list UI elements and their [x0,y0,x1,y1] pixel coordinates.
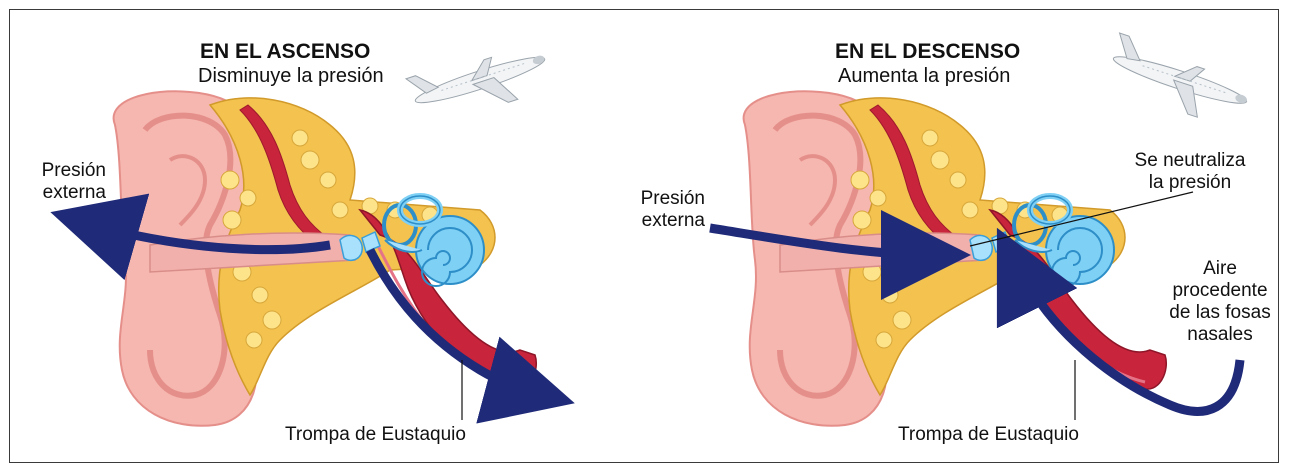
airplane-ascending-icon [406,36,554,130]
subheading-descent: Aumenta la presión [838,65,1010,88]
heading-ascent: EN EL ASCENSO [200,40,370,64]
subheading-ascent: Disminuye la presión [198,65,384,88]
label-tube-descent: Trompa de Eustaquio [898,424,1079,446]
airplane-descending-icon [1102,33,1254,130]
label-neutral-descent: Se neutraliza la presión [1115,150,1265,194]
heading-descent: EN EL DESCENSO [835,40,1020,64]
label-pressure-descent: Presión externa [615,188,705,232]
label-pressure-ascent: Presión externa [26,160,106,204]
panel-ascent: EN EL ASCENSO Disminuye la presión Presi… [10,10,645,464]
label-tube-ascent: Trompa de Eustaquio [285,424,466,446]
diagram-frame: EN EL ASCENSO Disminuye la presión Presi… [9,9,1279,463]
label-air-descent: Aire procedente de las fosas nasales [1165,258,1275,346]
panel-descent: EN EL DESCENSO Aumenta la presión Presió… [645,10,1280,464]
